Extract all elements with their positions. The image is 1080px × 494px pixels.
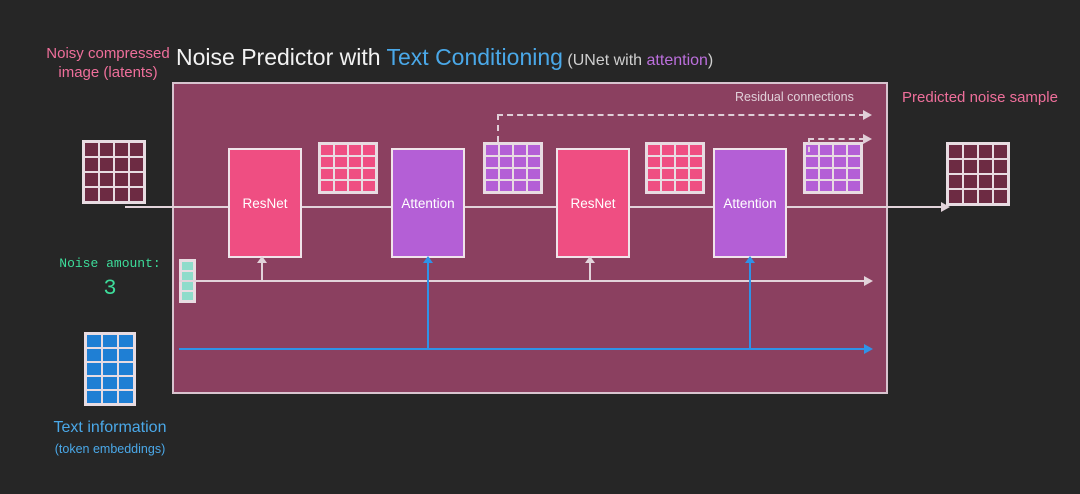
noise-feed-resnet-1-arrowhead	[257, 256, 267, 263]
grid-token-embeddings	[84, 332, 136, 406]
block-attention-2[interactable]: Attention	[713, 148, 787, 258]
title-accent: Text Conditioning	[386, 44, 563, 70]
block-attention-2-label: Attention	[723, 195, 777, 211]
title-sub-open: (UNet with	[562, 52, 647, 69]
title-sub-close: )	[707, 52, 714, 69]
block-resnet-1[interactable]: ResNet	[228, 148, 302, 258]
text-feed-attention-2-arrowhead	[745, 256, 755, 263]
noise-line-arrowhead	[864, 276, 873, 286]
residual-1-vertical	[497, 114, 499, 142]
text-info-subtitle: (token embeddings)	[54, 442, 166, 457]
block-attention-1-label: Attention	[401, 195, 455, 211]
block-attention-1[interactable]: Attention	[391, 148, 465, 258]
noise-feed-resnet-1	[261, 262, 263, 280]
grid-resnet-output-2	[645, 142, 705, 194]
title-sub-accent: attention	[646, 52, 708, 69]
block-resnet-1-label: ResNet	[242, 195, 288, 211]
title-part1: Noise Predictor with	[176, 44, 387, 70]
residual-2-arrowhead	[863, 134, 872, 144]
noise-amount-value: 3	[103, 275, 117, 301]
residual-2-horizontal	[808, 138, 865, 140]
text-conditioning-line	[179, 348, 871, 350]
text-feed-attention-2	[749, 262, 751, 348]
text-feed-attention-1-arrowhead	[423, 256, 433, 263]
noise-feed-resnet-2-arrowhead	[585, 256, 595, 263]
grid-attention-output-1	[483, 142, 543, 194]
grid-noisy-latents	[82, 140, 146, 204]
noise-amount-text: Noise amount:	[59, 256, 161, 271]
text-line-arrowhead	[864, 344, 873, 354]
text-info-title: Text information	[53, 419, 167, 436]
noise-conditioning-line	[179, 280, 871, 282]
label-text-information: Text information (token embeddings)	[10, 418, 210, 457]
grid-attention-output-2	[803, 142, 863, 194]
block-resnet-2[interactable]: ResNet	[556, 148, 630, 258]
grid-predicted-noise	[946, 142, 1010, 206]
block-resnet-2-label: ResNet	[570, 195, 616, 211]
main-flow-line	[125, 206, 948, 208]
page-title: Noise Predictor with Text Conditioning (…	[176, 44, 713, 71]
label-predicted-noise: Predicted noise sample	[902, 89, 1058, 106]
label-residual-connections: Residual connections	[735, 90, 854, 104]
residual-1-horizontal	[497, 114, 865, 116]
text-feed-attention-1	[427, 262, 429, 348]
grid-resnet-output-1	[318, 142, 378, 194]
label-noise-amount: Noise amount: 3	[30, 256, 190, 303]
main-flow-arrowhead	[941, 202, 950, 212]
residual-2-vertical	[808, 138, 810, 152]
label-noisy-latents: Noisy compressed image (latents)	[46, 45, 170, 82]
residual-1-arrowhead	[863, 110, 872, 120]
noise-feed-resnet-2	[589, 262, 591, 280]
